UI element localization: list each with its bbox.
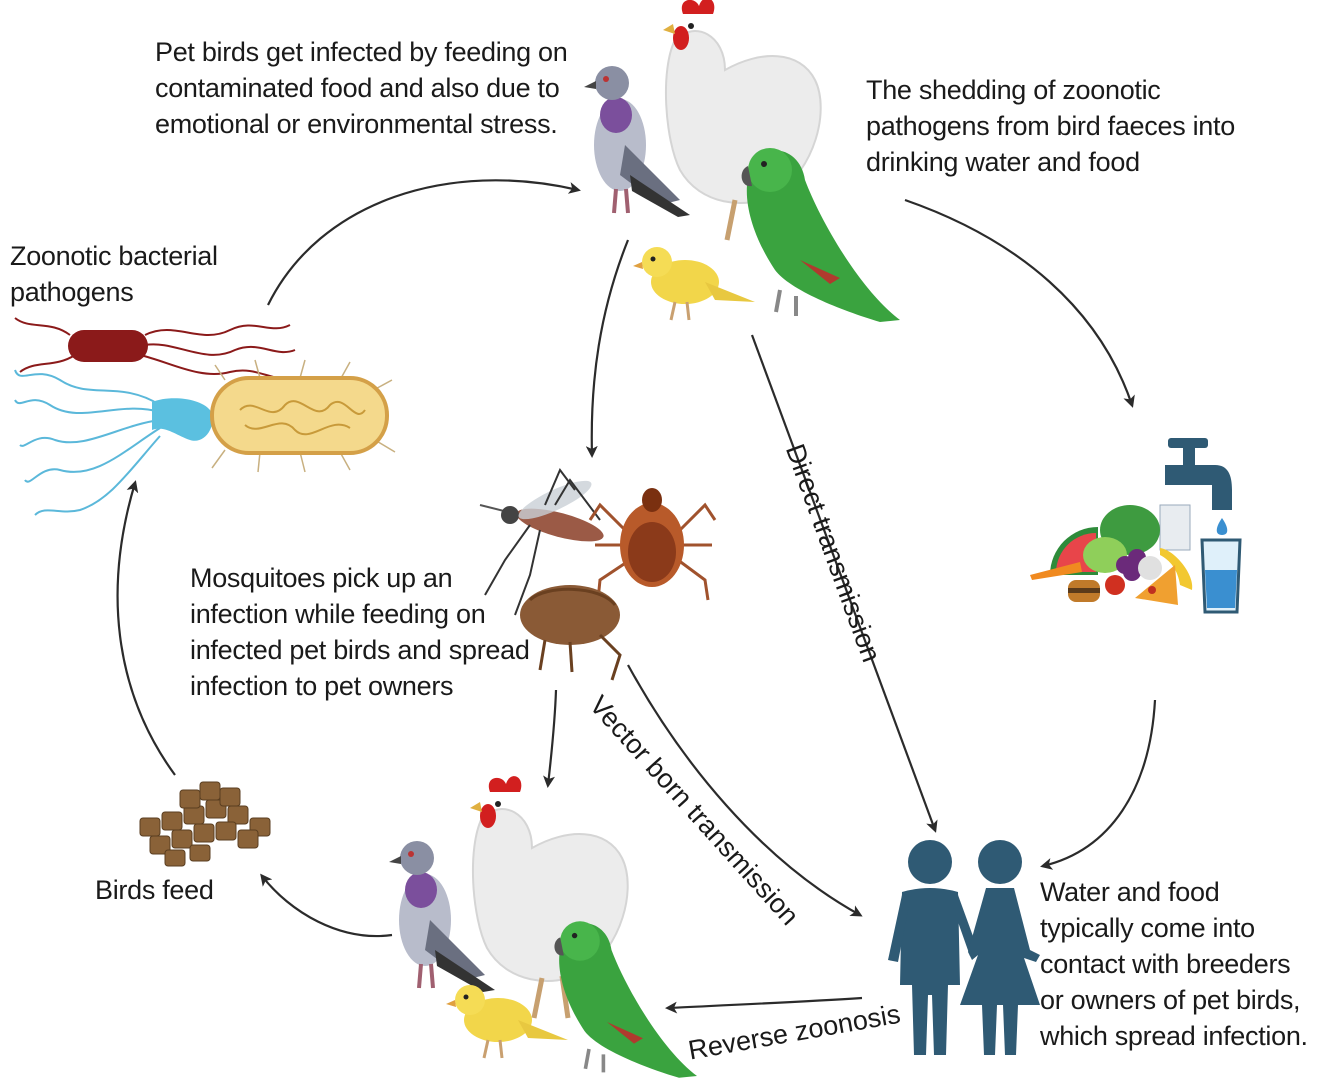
flea-icon bbox=[520, 585, 620, 680]
arrow-birds-to-water bbox=[905, 200, 1132, 405]
arrow-bacteria-to-birds bbox=[268, 180, 578, 305]
zoonotic-bacteria-label: Zoonotic bacterial pathogens bbox=[10, 238, 218, 310]
arrow-birds-to-feed bbox=[262, 876, 392, 936]
water-glass-icon bbox=[1202, 540, 1240, 612]
mosquitoes-label: Mosquitoes pick up an infection while fe… bbox=[190, 560, 530, 704]
water-food-contact-label: Water and food typically come into conta… bbox=[1040, 874, 1308, 1054]
top-bird-group bbox=[584, 0, 900, 322]
arrow-feed-to-bacteria bbox=[118, 483, 175, 775]
bird-feed-icon bbox=[140, 782, 270, 866]
pet-birds-infected-label: Pet birds get infected by feeding on con… bbox=[155, 34, 568, 142]
food-icon bbox=[1030, 505, 1192, 605]
people-icon bbox=[888, 840, 1040, 1055]
tick-icon bbox=[590, 488, 715, 600]
parrot-icon bbox=[554, 921, 697, 1078]
bottom-bird-group bbox=[389, 776, 697, 1078]
arrow-reverse-zoonosis bbox=[668, 998, 862, 1008]
birds-feed-label: Birds feed bbox=[95, 872, 214, 908]
arrow-vectors-to-birds bbox=[548, 690, 556, 785]
bacteria-icon bbox=[15, 318, 395, 515]
arrow-birds-to-vectors bbox=[592, 240, 628, 455]
arrow-water-to-people bbox=[1043, 700, 1155, 866]
canary-icon bbox=[446, 985, 568, 1058]
shedding-label: The shedding of zoonotic pathogens from … bbox=[866, 72, 1235, 180]
canary-icon bbox=[633, 247, 755, 320]
